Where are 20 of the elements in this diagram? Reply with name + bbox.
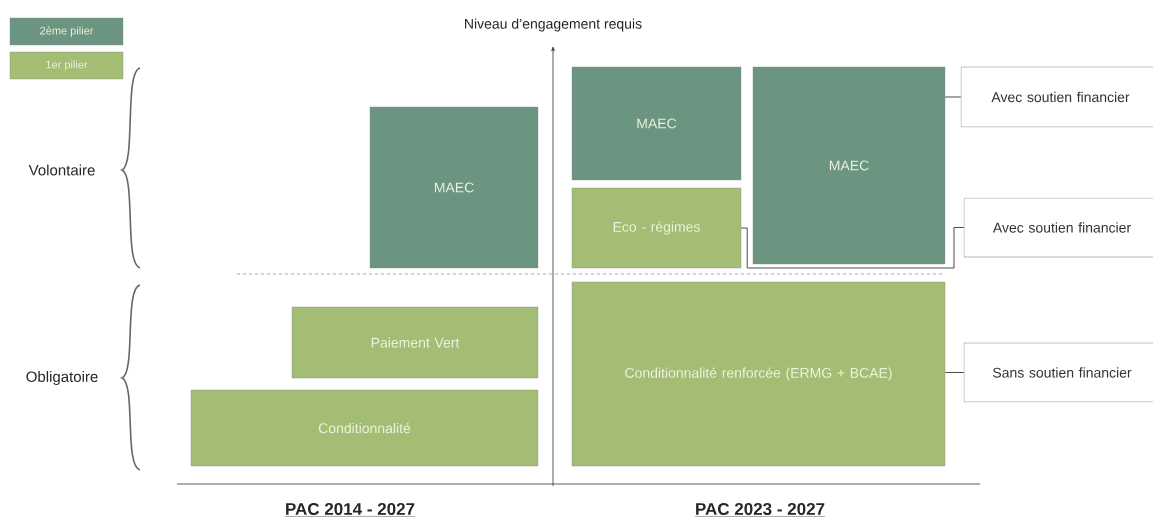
block: Conditionnalité: [190, 389, 539, 467]
connector-line: [944, 372, 965, 373]
text-box: Avec soutien financier: [963, 197, 1153, 258]
connector-line: [944, 96, 962, 98]
period-title: PAC 2014 - 2027: [284, 502, 416, 517]
legend-item: 2ème pilier: [9, 17, 124, 46]
axis-label: Niveau d’engagement requis: [465, 18, 642, 32]
block: Conditionnalité renforcée (ERMG + BCAE): [571, 281, 946, 467]
text-box: Sans soutien financier: [963, 342, 1153, 403]
side-label: Obligatoire: [26, 371, 98, 385]
block: MAEC: [752, 66, 946, 265]
legend-item: 1er pilier: [9, 51, 124, 80]
block: Eco - régimes: [571, 187, 742, 269]
block: MAEC: [571, 66, 742, 181]
side-label: Volontaire: [28, 164, 95, 176]
text-box: Avec soutien financier: [960, 66, 1153, 128]
block: MAEC: [369, 106, 539, 269]
block: Paiement Vert: [291, 306, 539, 379]
period-title: PAC 2023 - 2027: [694, 502, 826, 517]
connector-line: [740, 227, 965, 269]
